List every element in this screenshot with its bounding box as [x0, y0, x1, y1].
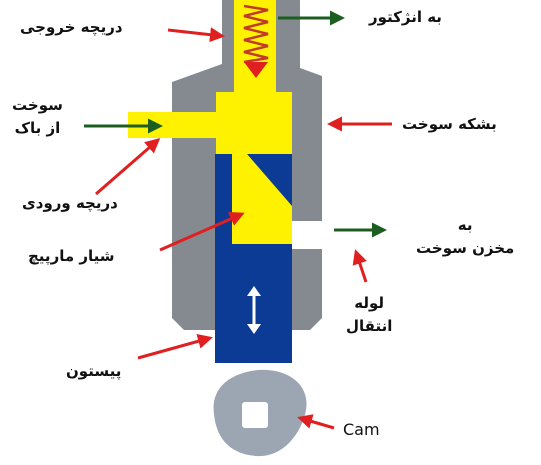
pointer-outlet-valve [167, 27, 225, 43]
pointer-inlet-valve [95, 138, 161, 196]
label-helix-groove: شیار مارپیچ [28, 247, 115, 265]
label-transfer-pipe-line2: انتقال [346, 317, 393, 336]
label-to-fuel-tank-line1: به [457, 216, 473, 234]
pointer-cam [297, 414, 335, 430]
label-cam: Cam [343, 420, 380, 439]
label-to-fuel-tank-line2: مخزن سوخت [416, 239, 515, 258]
return-channel [292, 221, 374, 249]
label-transfer-pipe-line1: لوله [354, 294, 385, 312]
label-fuel-from-tank: سوخت از باک [12, 94, 63, 141]
label-outlet-valve: دریچه خروجی [20, 18, 123, 36]
label-to-injector: به انژکتور [369, 8, 442, 26]
delivery-channel-fuel [234, 0, 276, 95]
label-inlet-valve: دریچه ورودی [22, 194, 118, 212]
label-transfer-pipe: لوله انتقال [346, 292, 392, 339]
cam-lobe-icon [213, 369, 307, 457]
pointer-piston [137, 333, 213, 360]
pointer-helix-groove [159, 211, 245, 252]
outlet-valve-head [244, 62, 268, 78]
pointer-transfer-pipe [352, 249, 368, 283]
pressure-chamber-fuel [216, 92, 292, 154]
cam-keyway [242, 402, 268, 428]
label-fuel-from-tank-line2: از باک [14, 119, 61, 138]
double-headed-arrow-icon [247, 286, 261, 334]
label-fuel-barrel: بشکه سوخت [402, 115, 497, 133]
label-piston: پیستون [66, 362, 122, 380]
label-to-fuel-tank: به مخزن سوخت [416, 214, 514, 261]
helix-groove-fuel [232, 154, 292, 244]
coil-spring-icon [243, 4, 269, 64]
label-fuel-from-tank-line1: سوخت [12, 96, 63, 114]
